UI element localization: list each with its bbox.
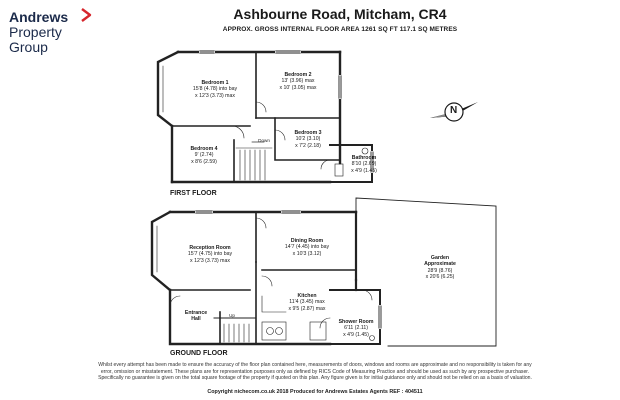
- garden-qualifier: Approximate: [424, 261, 456, 268]
- floor-area-subtitle: APPROX. GROSS INTERNAL FLOOR AREA 1261 S…: [222, 26, 458, 33]
- brand-logo: Andrews Property Group: [9, 10, 119, 55]
- room-name: Bedroom 2: [284, 72, 312, 78]
- room-name: Bedroom 3: [294, 130, 322, 136]
- disclaimer-line-2: error, omission or misstatement. These p…: [100, 368, 530, 375]
- room-bathroom: Bathroom 8'10 (2.69) x 4'9 (1.45): [344, 155, 384, 174]
- ground-floor-label: GROUND FLOOR: [170, 350, 232, 357]
- room-dim-1: 15'8 (4.78) into bay: [192, 86, 238, 93]
- brand-line-3: Group: [9, 39, 48, 55]
- room-dim-1: 11'4 (3.45) max: [289, 299, 325, 306]
- room-dim-1: 14'7 (4.45) into bay: [284, 244, 330, 251]
- disclaimer-line-3: Specifically no guarantee is given on th…: [98, 375, 532, 382]
- room-name: Shower Room: [338, 319, 374, 325]
- stairs-up-label: Up: [229, 313, 235, 318]
- brand-line-1: Andrews: [9, 9, 69, 25]
- garden-dim-1: 28'9 (8.76): [427, 267, 453, 274]
- compass-icon: [430, 102, 478, 122]
- footer-copyright: Copyright nichecom.co.uk 2018 Produced f…: [207, 389, 423, 395]
- room-entrance-hall: Entrance Hall: [176, 310, 216, 323]
- room-dim-2: x 4'9 (1.45): [343, 331, 369, 338]
- room-dim-2: x 12'3 (3.73) max: [195, 92, 235, 99]
- room-bedroom-4: Bedroom 4 9' (2.74) x 8'6 (2.59): [176, 146, 232, 165]
- page-title: Ashbourne Road, Mitcham, CR4: [233, 6, 447, 22]
- room-name: Entrance: [184, 310, 208, 316]
- room-dining: Dining Room 14'7 (4.45) into bay x 10'3 …: [262, 238, 352, 257]
- compass-north-label: N: [450, 105, 458, 116]
- brand-mark-icon: [81, 8, 92, 22]
- room-name: Kitchen: [297, 293, 317, 299]
- room-bedroom-1: Bedroom 1 15'8 (4.78) into bay x 12'3 (3…: [178, 80, 252, 99]
- room-dim-2: x 7'2 (2.18): [295, 142, 321, 149]
- disclaimer-text: Whilst every attempt has been made to en…: [70, 362, 560, 382]
- room-dim-1: 9' (2.74): [194, 152, 214, 159]
- room-bedroom-2: Bedroom 2 13' (3.96) max x 10' (3.05) ma…: [260, 72, 336, 91]
- room-dim-2: x 12'3 (3.73) max: [190, 257, 230, 264]
- room-dim-2: x 10'3 (3.12): [292, 250, 322, 257]
- room-name: Bedroom 1: [201, 80, 229, 86]
- garden-dim-2: x 20'6 (6.25): [425, 274, 455, 281]
- room-name-2: Hall: [191, 316, 201, 323]
- brand-line-2: Property: [9, 24, 62, 40]
- disclaimer-line-1: Whilst every attempt has been made to en…: [98, 362, 532, 368]
- stairs-down-label: Down: [258, 138, 270, 143]
- garden-name: Garden: [430, 255, 450, 261]
- room-dim-2: x 10' (3.05) max: [279, 84, 317, 91]
- room-name: Dining Room: [290, 238, 324, 244]
- room-dim-2: x 9'5 (2.87) max: [288, 305, 326, 312]
- room-shower-room: Shower Room 6'11 (2.11) x 4'9 (1.45): [332, 319, 380, 338]
- room-reception: Reception Room 15'7 (4.75) into bay x 12…: [170, 245, 250, 264]
- room-dim-1: 10'2 (3.10): [295, 136, 321, 143]
- room-dim-1: 6'11 (2.11): [344, 325, 368, 332]
- room-dim-2: x 4'9 (1.45): [351, 167, 377, 174]
- room-name: Bathroom: [351, 155, 377, 161]
- room-dim-1: 8'10 (2.69): [351, 161, 377, 168]
- garden-area: Garden Approximate 28'9 (8.76) x 20'6 (6…: [404, 255, 476, 281]
- room-bedroom-3: Bedroom 3 10'2 (3.10) x 7'2 (2.18): [278, 130, 338, 149]
- room-name: Reception Room: [189, 245, 231, 251]
- room-kitchen: Kitchen 11'4 (3.45) max x 9'5 (2.87) max: [272, 293, 342, 312]
- room-dim-1: 13' (3.96) max: [281, 78, 315, 85]
- room-dim-1: 15'7 (4.75) into bay: [187, 251, 233, 258]
- first-floor-label: FIRST FLOOR: [170, 190, 217, 197]
- room-name: Bedroom 4: [190, 146, 218, 152]
- room-dim-2: x 8'6 (2.59): [191, 158, 217, 165]
